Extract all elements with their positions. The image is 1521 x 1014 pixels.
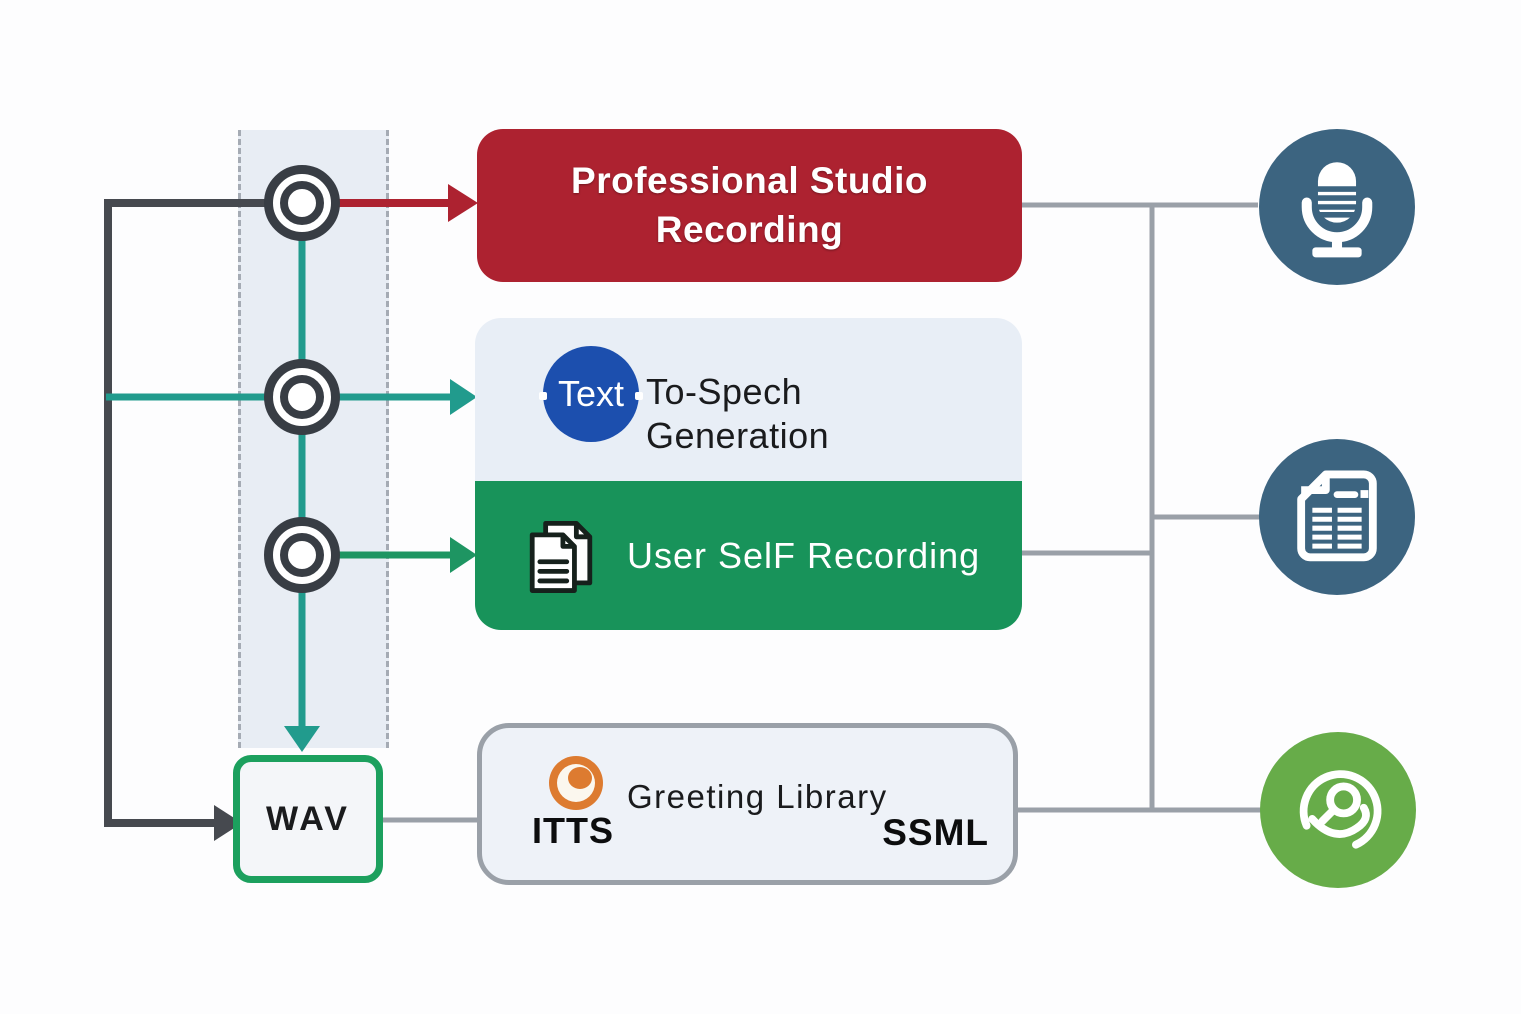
tts-label-line2: Generation <box>646 415 830 456</box>
arrowhead-dark-wav <box>214 805 242 841</box>
timeline-node-3 <box>264 517 340 593</box>
ellipsis-dot-right <box>635 392 643 400</box>
ssml-tag: SSML <box>882 812 989 853</box>
timeline-node-2-core <box>280 375 324 419</box>
user-self-recording-box: User SelF Recording <box>475 481 1022 630</box>
orange-target-icon-blob <box>568 767 592 789</box>
greeting-library-title: Greeting Library <box>627 778 888 815</box>
wav-label: WAV <box>266 799 350 838</box>
arrowhead-teal-tts <box>450 379 477 415</box>
itts-tag: ITTS <box>532 810 614 851</box>
text-circle-label: Text <box>557 373 625 414</box>
arrowhead-red-studio <box>448 184 478 222</box>
orange-target-icon <box>549 756 603 810</box>
timeline-node-3-core <box>280 533 324 577</box>
tts-label-line1: To-Spech <box>646 371 803 412</box>
pages-icon <box>513 508 609 604</box>
voice-profile-icon <box>1260 732 1416 888</box>
timeline-node-1-core <box>280 181 324 225</box>
arrowhead-green-self <box>450 537 477 573</box>
document-icon <box>1259 439 1415 595</box>
wav-box: WAV <box>233 755 383 883</box>
timeline-node-2 <box>264 359 340 435</box>
ellipsis-dot-left <box>539 392 547 400</box>
studio-recording-label-line1: Professional Studio <box>571 160 928 202</box>
studio-recording-box: Professional Studio Recording <box>477 129 1022 282</box>
text-to-speech-box: Text To-Spech Generation <box>475 318 1022 481</box>
text-circle-icon: Text <box>539 346 643 442</box>
studio-recording-label-line2: Recording <box>655 208 844 250</box>
line-dark-loop <box>104 199 266 827</box>
user-self-recording-label: User SelF Recording <box>627 534 981 576</box>
timeline-node-1 <box>264 165 340 241</box>
arrowhead-teal-wav <box>284 726 320 752</box>
greeting-library-box: Greeting Library ITTS SSML <box>477 723 1018 885</box>
microphone-icon <box>1259 129 1415 285</box>
